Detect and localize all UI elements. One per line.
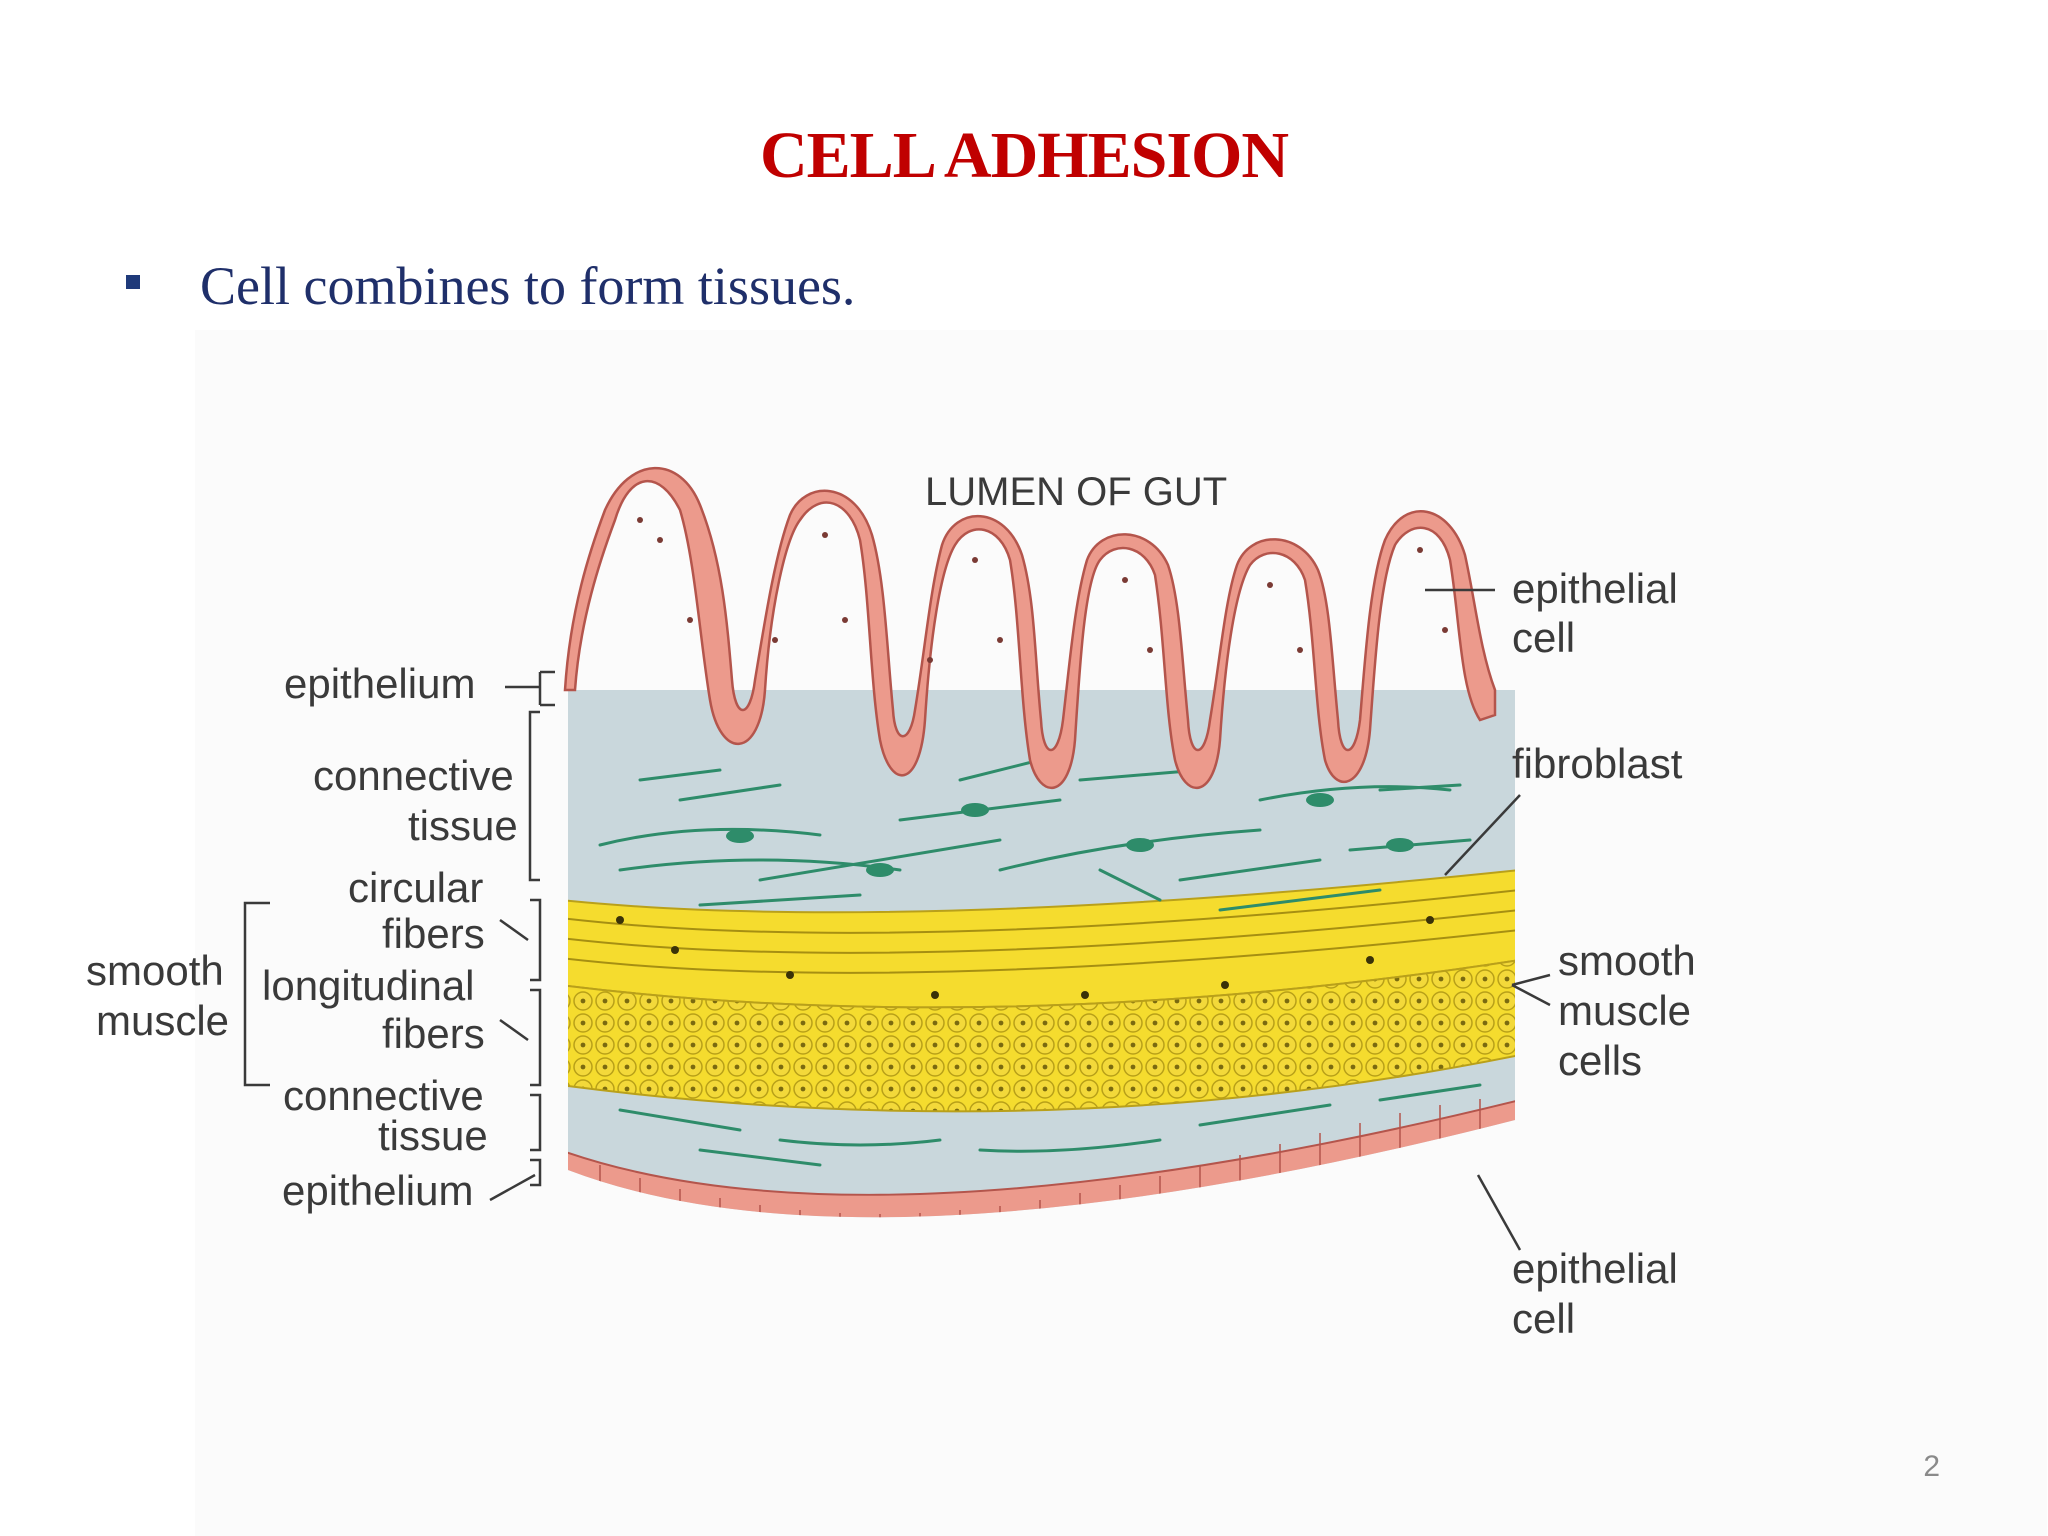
label-smooth-2: muscle xyxy=(96,997,229,1044)
page-number: 2 xyxy=(1923,1450,1940,1483)
label-longitudinal-1: longitudinal xyxy=(262,962,475,1009)
square-bullet-icon xyxy=(126,275,140,289)
bullet-text: Cell combines to form tissues. xyxy=(200,256,856,316)
label-epithelial-cell-top-1: epithelial xyxy=(1512,565,1678,612)
label-smooth-muscle-cells-3: cells xyxy=(1558,1037,1642,1084)
label-circular-1: circular xyxy=(348,864,483,911)
label-connective-bottom-1: connective xyxy=(283,1072,484,1119)
slide-title: CELL ADHESION xyxy=(759,119,1289,192)
villi-epithelium xyxy=(563,466,1497,789)
label-fibroblast: fibroblast xyxy=(1512,740,1683,787)
fibroblasts-upper xyxy=(598,758,1472,912)
label-epithelium-top: epithelium xyxy=(284,660,475,707)
label-connective-top-2: tissue xyxy=(408,802,518,849)
label-epithelial-cell-bottom-1: epithelial xyxy=(1512,1245,1678,1292)
label-connective-bottom-2: tissue xyxy=(378,1112,488,1159)
label-epithelial-cell-top-2: cell xyxy=(1512,614,1575,661)
label-connective-top-1: connective xyxy=(313,752,514,799)
lumen-heading: LUMEN OF GUT xyxy=(925,470,1227,514)
label-epithelium-bottom: epithelium xyxy=(282,1167,473,1214)
right-leaders xyxy=(1425,588,1551,1251)
label-longitudinal-2: fibers xyxy=(382,1010,485,1057)
fibroblasts-lower xyxy=(618,1083,1482,1167)
label-smooth-muscle-cells-1: smooth xyxy=(1558,937,1696,984)
label-smooth-1: smooth xyxy=(86,947,224,994)
bottom-epithelium xyxy=(568,1098,1515,1218)
label-circular-2: fibers xyxy=(382,910,485,957)
label-epithelial-cell-bottom-2: cell xyxy=(1512,1295,1575,1342)
label-smooth-muscle-cells-2: muscle xyxy=(1558,987,1691,1034)
left-brackets xyxy=(243,670,555,1202)
